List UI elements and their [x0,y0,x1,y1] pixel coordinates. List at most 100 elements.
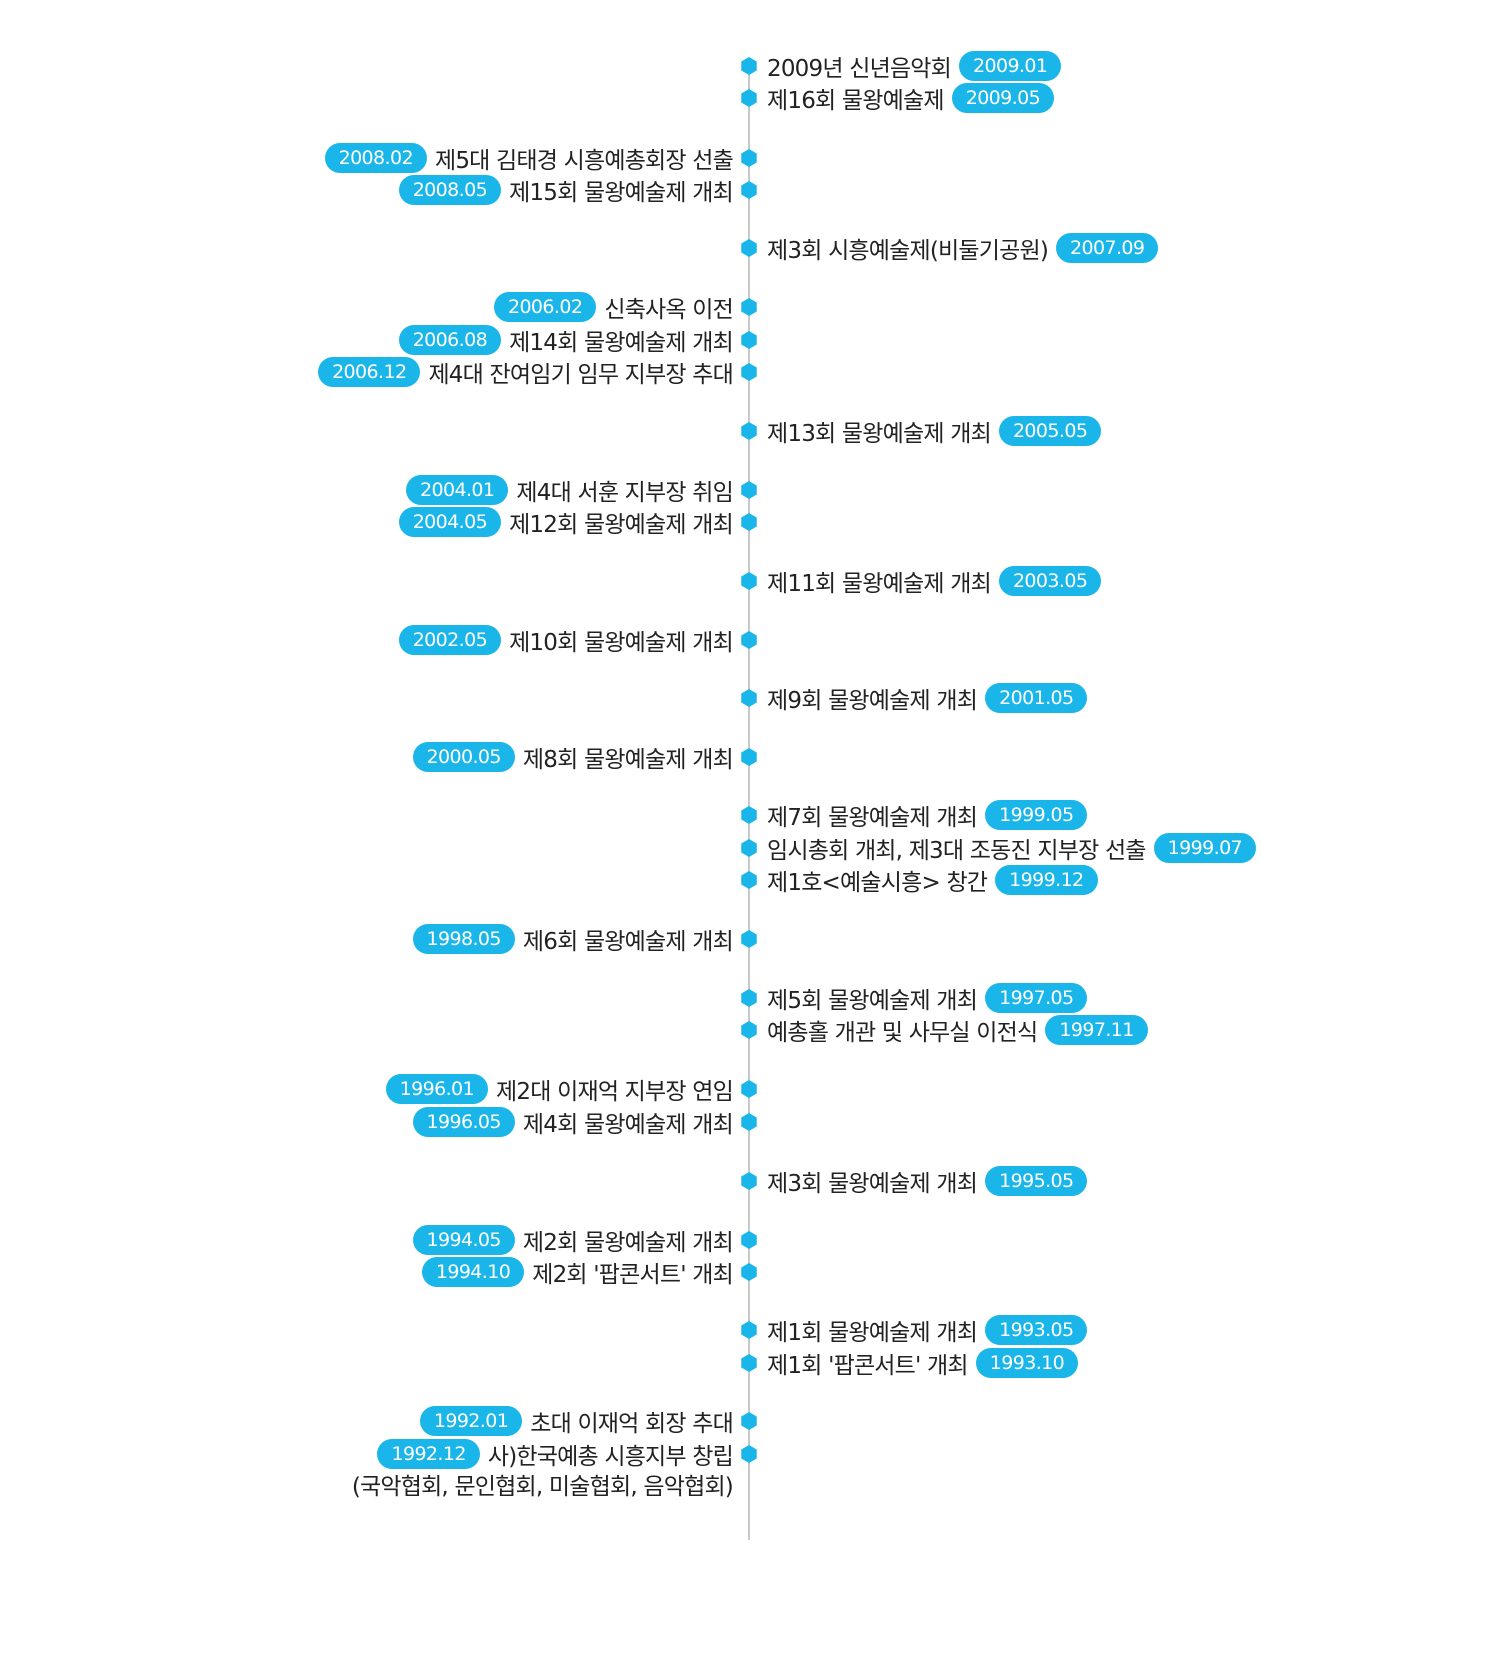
timeline-event: 제1회 물왕예술제 개최 1993.05 [767,1313,1088,1347]
timeline-event: 2006.02 신축사옥 이전 [493,290,734,324]
event-label: 제3회 시흥예술제(비둘기공원) [767,238,1049,264]
event-date-badge: 1998.05 [412,924,515,954]
founding-members-note: (국악협회, 문인협회, 미술협회, 음악협회) [351,1474,734,1500]
event-date-badge: 2008.02 [324,143,427,173]
event-label: 제4대 잔여임기 임무 지부장 추대 [428,362,733,388]
event-date-badge: 2009.05 [951,83,1055,113]
hexagon-marker-icon [741,871,757,889]
timeline-event: 2009년 신년음악회 2009.01 [767,49,1062,83]
hexagon-marker-icon [741,1321,757,1339]
event-label: 임시총회 개최, 제3대 조동진 지부장 선출 [767,838,1146,864]
event-date-badge: 2008.05 [398,175,502,205]
timeline-event: 2008.02 제5대 김태경 시흥예총회장 선출 [324,141,734,175]
event-date-badge: 2006.02 [493,292,597,322]
event-label: 제16회 물왕예술제 [767,88,945,114]
hexagon-marker-icon [741,1445,757,1463]
timeline-event: 1992.01 초대 이재억 회장 추대 [419,1404,734,1438]
event-label: 제1회 '팝콘서트' 개최 [767,1353,969,1379]
hexagon-marker-icon [741,631,757,649]
event-date-badge: 1997.11 [1045,1015,1148,1045]
event-date-badge: 2003.05 [998,566,1102,596]
event-label: 초대 이재억 회장 추대 [530,1411,734,1437]
event-label: 제2회 물왕예술제 개최 [522,1230,734,1256]
event-label: 제13회 물왕예술제 개최 [767,421,992,447]
hexagon-marker-icon [741,1080,757,1098]
event-label: 제11회 물왕예술제 개최 [767,571,992,597]
timeline-event: 1998.05 제6회 물왕예술제 개최 [412,922,734,956]
hexagon-marker-icon [741,1021,757,1039]
hexagon-marker-icon [741,930,757,948]
timeline-event: 2006.12 제4대 잔여임기 임무 지부장 추대 [318,355,734,389]
hexagon-marker-icon [741,1113,757,1131]
event-label: 제7회 물왕예술제 개최 [767,805,978,831]
timeline-event: 임시총회 개최, 제3대 조동진 지부장 선출 1999.07 [767,831,1257,865]
hexagon-marker-icon [741,422,757,440]
hexagon-marker-icon [741,298,757,316]
hexagon-marker-icon [741,149,757,167]
hexagon-marker-icon [741,689,757,707]
event-label: 제15회 물왕예술제 개최 [509,180,734,206]
event-date-badge: 2004.05 [398,507,502,537]
event-date-badge: 1994.10 [421,1257,525,1287]
hexagon-marker-icon [741,1263,757,1281]
event-date-badge: 1993.05 [985,1315,1088,1345]
timeline-event: 예총홀 개관 및 사무실 이전식 1997.11 [767,1013,1148,1047]
timeline-event: 1994.10 제2회 '팝콘서트' 개최 [421,1255,734,1289]
timeline-event: 제5회 물왕예술제 개최 1997.05 [767,981,1088,1015]
hexagon-marker-icon [741,1231,757,1249]
hexagon-marker-icon [741,748,757,766]
hexagon-marker-icon [741,1354,757,1372]
event-label: 2009년 신년음악회 [767,56,952,82]
timeline-event: 제3회 물왕예술제 개최 1995.05 [767,1164,1088,1198]
hexagon-marker-icon [741,57,757,75]
timeline-event: 제3회 시흥예술제(비둘기공원) 2007.09 [767,231,1159,265]
event-date-badge: 1996.01 [385,1074,489,1104]
event-date-badge: 2007.09 [1056,233,1159,263]
event-label: 제14회 물왕예술제 개최 [509,330,734,356]
event-label: 제5회 물왕예술제 개최 [767,988,978,1014]
event-label: 제3회 물왕예술제 개최 [767,1171,978,1197]
event-label: 제9회 물왕예술제 개최 [767,688,978,714]
event-date-badge: 2006.12 [318,357,421,387]
hexagon-marker-icon [741,572,757,590]
hexagon-marker-icon [741,1172,757,1190]
event-date-badge: 2004.01 [406,475,509,505]
event-date-badge: 1999.05 [985,800,1088,830]
event-label: 제4대 서훈 지부장 취임 [516,480,733,506]
timeline-event: 2008.05 제15회 물왕예술제 개최 [398,173,734,207]
hexagon-marker-icon [741,806,757,824]
event-date-badge: 2005.05 [998,416,1102,446]
event-label: 제4회 물왕예술제 개최 [522,1112,734,1138]
event-label: 제1호<예술시흥> 창간 [767,870,988,896]
event-label: 제10회 물왕예술제 개최 [509,630,734,656]
event-date-badge: 2009.01 [959,51,1062,81]
event-date-badge: 1992.01 [419,1406,523,1436]
timeline-event: 제7회 물왕예술제 개최 1999.05 [767,798,1088,832]
hexagon-marker-icon [741,331,757,349]
hexagon-marker-icon [741,839,757,857]
event-date-badge: 1992.12 [377,1439,480,1469]
event-date-badge: 2006.08 [398,325,502,355]
event-label: 제1회 물왕예술제 개최 [767,1320,978,1346]
event-date-badge: 2002.05 [398,625,502,655]
event-label: 제2회 '팝콘서트' 개최 [532,1262,734,1288]
event-label: 신축사옥 이전 [604,297,733,323]
event-label: 제6회 물왕예술제 개최 [522,929,734,955]
event-label: 예총홀 개관 및 사무실 이전식 [767,1020,1038,1046]
event-label: 제5대 김태경 시흥예총회장 선출 [434,148,734,174]
timeline-event: 2002.05 제10회 물왕예술제 개최 [398,623,734,657]
event-date-badge: 1995.05 [985,1166,1088,1196]
hexagon-marker-icon [741,239,757,257]
event-date-badge: 1997.05 [985,983,1088,1013]
event-date-badge: 1999.07 [1153,833,1257,863]
